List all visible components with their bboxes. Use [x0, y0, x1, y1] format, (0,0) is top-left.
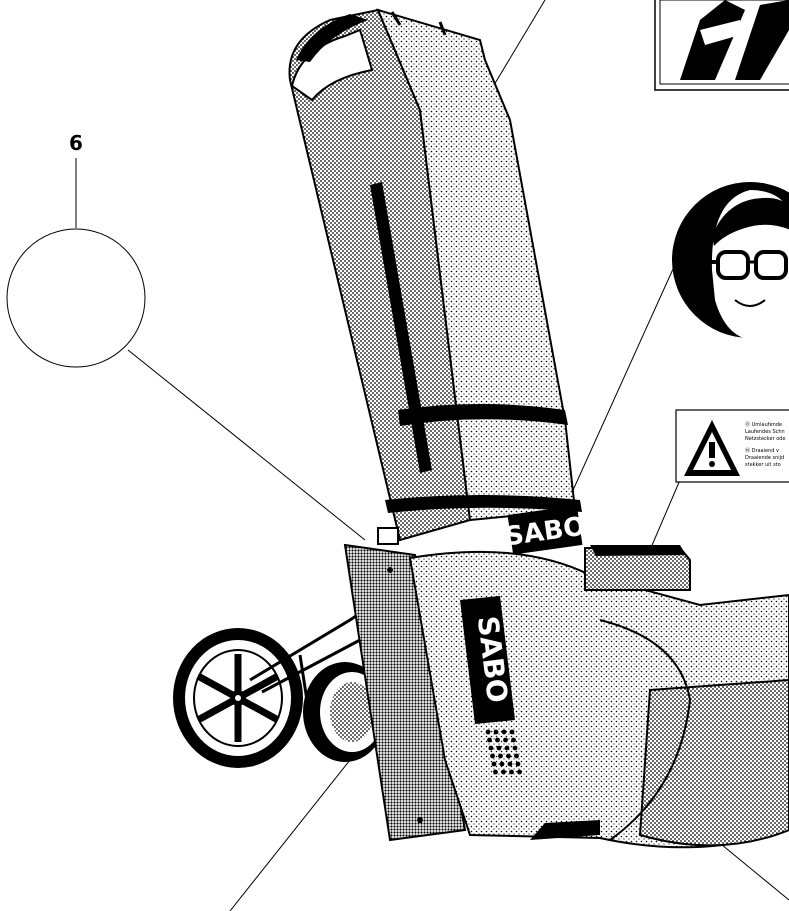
vent-hole — [495, 737, 500, 743]
vent-hole — [488, 745, 494, 751]
vent-hole — [493, 769, 498, 775]
vent-hole — [490, 753, 495, 759]
vent-hole — [515, 761, 521, 767]
vent-hole — [509, 769, 514, 775]
warning-line-6: stekker uit sto — [745, 462, 781, 468]
warning-line-5: Draaiende snijd — [745, 455, 784, 461]
vent-hole — [493, 729, 499, 735]
callout-circle — [6, 228, 146, 368]
vent-hole — [503, 737, 508, 743]
leader-line-wheel — [229, 759, 351, 911]
vent-hole — [514, 753, 519, 759]
wheel-rear — [173, 628, 303, 768]
warning-line-1: Ⓓ Umlaufende — [745, 421, 782, 428]
safety-goggles-sign — [672, 182, 789, 342]
vent-hole — [517, 769, 522, 775]
vent-hole — [509, 729, 515, 735]
brand-badge-chute: SABO — [503, 505, 587, 555]
warning-line-3: Netzstecker ode — [745, 436, 786, 442]
callout-6: 6 — [6, 131, 146, 368]
vent-hole — [512, 745, 518, 751]
vent-hole — [504, 745, 510, 751]
vent-hole — [485, 729, 491, 735]
vent-hole — [507, 761, 513, 767]
vent-hole — [498, 753, 503, 759]
hand-hazard-sticker — [654, 0, 789, 91]
vent-hole — [501, 769, 506, 775]
vent-hole — [496, 745, 502, 751]
leader-line-warning — [649, 479, 681, 551]
vent-hole — [501, 729, 507, 735]
vent-hole — [487, 737, 492, 743]
vent-hole — [511, 737, 516, 743]
feed-chute — [288, 8, 582, 542]
leader-line-callout — [127, 349, 366, 541]
leader-line-goggles — [554, 257, 679, 531]
vent-hole — [506, 753, 511, 759]
brand-badge-housing: SABO — [460, 596, 515, 724]
warning-line-2: Laufendes Schn — [745, 429, 785, 435]
side-plate — [343, 527, 467, 842]
hand-hazard-icon — [680, 0, 789, 80]
vent-hole — [499, 761, 505, 767]
warning-triangle-icon — [684, 420, 740, 476]
warning-line-4: Ⓝ Draaiend v — [745, 447, 779, 454]
vent-grille — [485, 729, 522, 775]
main-housing — [408, 545, 789, 849]
warning-label: Ⓓ Umlaufende Laufendes Schn Netzstecker … — [675, 409, 789, 483]
vent-hole — [491, 761, 497, 767]
callout-number: 6 — [69, 131, 83, 155]
